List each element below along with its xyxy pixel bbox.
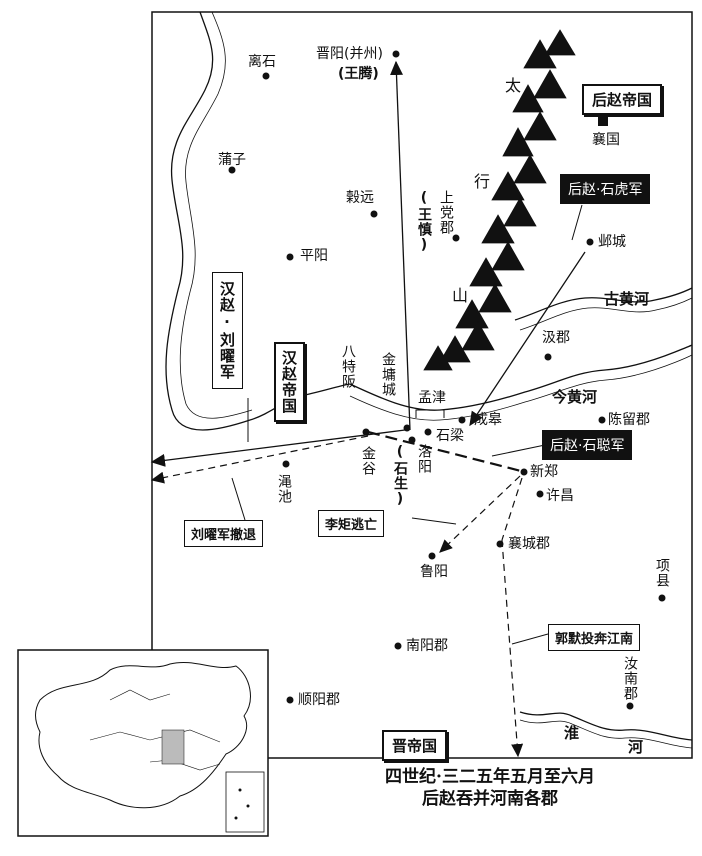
place-xiangguo: 襄国	[592, 132, 620, 148]
place-runan: 汝南郡	[622, 656, 638, 701]
place-wang-teng: (王腾)	[338, 66, 379, 82]
route-to-luyang	[439, 475, 521, 553]
route-shihu	[469, 251, 586, 427]
callout-guomo-flee: 郭默投奔江南	[548, 624, 641, 651]
route-luoyang-xinzheng	[367, 430, 526, 474]
huai-river-bank	[519, 719, 693, 749]
jin-empire-label: 晋帝国	[382, 730, 448, 761]
west-river-bank	[179, 11, 253, 419]
place-xiangcheng: 襄城郡	[508, 536, 550, 552]
place-jijun: 汲郡	[542, 330, 570, 346]
later-zhao-empire-label: 后赵帝国	[582, 84, 663, 115]
place-guyuan: 榖远	[346, 190, 374, 206]
caption-line-1: 四世纪·三二五年五月至六月	[385, 767, 595, 787]
place-pingyang: 平阳	[300, 248, 328, 264]
callout-liuyao-retreat: 刘曜军撤退	[184, 520, 264, 547]
place-jinyongcheng: 金墉城	[380, 352, 396, 397]
route-to-jinyang	[389, 60, 411, 431]
han-zhao-empire-label: 汉赵帝国	[274, 342, 305, 422]
old-yellow-river-bank	[519, 297, 693, 331]
new-yellow-river-bank	[349, 354, 693, 421]
place-wang-shen: (王慎)	[416, 190, 432, 254]
route-to-xiangcheng	[501, 477, 523, 541]
place-mianchi: 渑池	[276, 474, 292, 504]
huai-river	[519, 711, 693, 741]
liju-leader	[411, 517, 457, 525]
place-xiangxian: 项县	[654, 558, 670, 588]
callout-shicong-army: 后赵·石聪军	[542, 430, 633, 460]
old-yellow-river-label: 古黄河	[604, 290, 650, 308]
shicong-leader	[491, 444, 546, 457]
place-xuchang: 许昌	[546, 488, 574, 504]
mountain-char-3: 山	[452, 286, 469, 305]
place-nanyang: 南阳郡	[406, 638, 448, 654]
huai-river-label-2: 河	[628, 738, 644, 756]
huai-river-label-1: 淮	[564, 724, 580, 742]
place-luoyang: 洛阳	[416, 444, 432, 474]
map-caption: 四世纪·三二五年五月至六月 后赵吞并河南各郡	[330, 766, 650, 810]
place-jinyang: 晋阳(并州)	[316, 46, 383, 62]
new-yellow-river-label: 今黄河	[552, 388, 598, 406]
place-yecheng: 邺城	[598, 234, 626, 250]
route-retreat	[150, 435, 369, 484]
place-shiliang: 石梁	[436, 428, 464, 444]
inset-map	[17, 649, 269, 837]
caption-line-2: 后赵吞并河南各郡	[422, 789, 558, 809]
callout-shihu-army: 后赵·石虎军	[560, 174, 651, 204]
xiangguo-marker	[598, 116, 608, 126]
place-shangdang: 上党郡	[438, 190, 454, 235]
retreat-leader	[231, 477, 246, 521]
taihang-mountains	[423, 29, 576, 371]
new-yellow-river	[349, 344, 693, 411]
place-chenggao: 成皋	[474, 412, 502, 428]
west-river	[165, 11, 351, 431]
callout-hanzhao-army: 汉赵·刘曜军	[212, 272, 243, 389]
route-hanzhao-west	[150, 429, 406, 467]
place-shunyang: 顺阳郡	[298, 692, 340, 708]
place-chenliu: 陈留郡	[608, 412, 650, 428]
place-jingu: 金谷	[360, 446, 376, 476]
route-to-jiangnan	[501, 539, 524, 758]
place-lishi: 离石	[248, 54, 276, 70]
place-mengjin: 孟津	[418, 390, 446, 406]
place-xinzheng: 新郑	[530, 464, 558, 480]
guomo-leader	[511, 633, 549, 645]
mountain-char-2: 行	[474, 172, 491, 191]
city-dots	[228, 50, 666, 710]
place-puzi: 蒲子	[218, 152, 246, 168]
place-shi-sheng: (石生)	[392, 444, 408, 508]
mountain-char-1: 太	[505, 76, 522, 95]
place-batefan: 八特阪	[340, 344, 356, 389]
shihu-leader	[571, 204, 583, 241]
place-luyang: 鲁阳	[420, 564, 448, 580]
callout-liju-flee: 李矩逃亡	[318, 510, 385, 537]
mengjin-bracket	[415, 409, 445, 418]
